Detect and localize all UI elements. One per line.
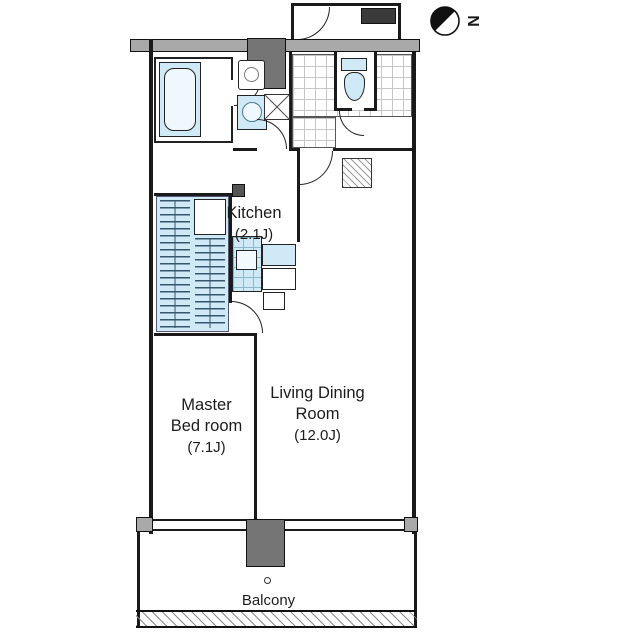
bedroom-door-arc <box>231 301 263 333</box>
master-bedroom-label: Master Bed room (7.1J) <box>154 395 259 458</box>
toilet-left-wall <box>334 52 337 110</box>
shoe-cabinet <box>342 158 372 188</box>
washroom-bottom-wall <box>233 148 257 151</box>
hall-wall-left-stub <box>289 148 299 151</box>
toilet-right-wall <box>374 52 377 110</box>
toilet-door-arc <box>339 111 364 136</box>
kitchen-small-cabinet <box>263 292 285 310</box>
toilet-tank <box>341 58 367 71</box>
balcony-left-wall <box>137 532 140 628</box>
vanity-sink-bowl <box>242 102 262 122</box>
bathroom-door-gap <box>231 80 236 106</box>
bedroom-living-divider-wall <box>254 336 257 522</box>
kitchen-label: Kitchen (2.1J) <box>202 203 306 245</box>
living-dining-label: Living Dining Room (12.0J) <box>260 383 375 446</box>
corner-block-left <box>136 517 153 532</box>
kitchen-cabinet <box>262 268 296 290</box>
corner-block-right <box>404 517 418 532</box>
living-dining-name-line2: Room <box>295 405 340 423</box>
entrance-alcove-right-wall <box>398 3 401 42</box>
entrance-alcove-left-wall <box>291 3 294 42</box>
pipe-space <box>264 94 290 120</box>
bedroom-top-wall <box>154 333 257 336</box>
kitchen-name: Kitchen <box>226 204 282 222</box>
balcony-right-wall <box>414 532 417 628</box>
toilet-bottom-wall-right <box>364 108 377 111</box>
wall-right-exterior <box>412 52 416 534</box>
closet-hanger-rack-right <box>195 238 225 328</box>
balcony-railing <box>136 610 417 628</box>
living-dining-area: (12.0J) <box>294 427 341 444</box>
cooktop <box>262 244 296 266</box>
hall-wall-right <box>333 148 414 151</box>
closet-top-wall <box>154 193 232 196</box>
closet-shelf-box <box>194 199 226 235</box>
kitchen-area: (2.1J) <box>234 226 274 243</box>
balcony-drain <box>264 577 271 584</box>
hall-door-arc <box>299 151 333 185</box>
washroom-door-arc <box>257 119 287 149</box>
compass-north-label: N <box>463 15 481 27</box>
washroom-right-wall <box>289 52 292 151</box>
master-bedroom-area: (7.1J) <box>187 439 226 456</box>
water-heater-box <box>232 184 245 197</box>
meter-box <box>361 8 396 24</box>
balcony-label: Balcony <box>206 590 331 611</box>
pillar-bottom <box>246 519 285 567</box>
master-bedroom-name-line2: Bed room <box>170 417 243 435</box>
compass-icon <box>430 6 460 36</box>
toilet-bottom-wall-left <box>334 108 352 111</box>
wall-left-exterior <box>149 39 153 534</box>
kitchen-right-wall <box>297 148 300 242</box>
bathtub-inner <box>164 68 196 131</box>
master-bedroom-name-line1: Master <box>181 396 232 414</box>
balcony-name: Balcony <box>241 592 296 609</box>
compass: N <box>428 4 488 44</box>
living-dining-name-line1: Living Dining <box>270 384 365 402</box>
closet-hanger-rack-left <box>160 200 190 328</box>
front-door-arc <box>297 7 330 40</box>
kitchen-left-wall <box>229 193 232 303</box>
kitchen-sink <box>236 250 257 270</box>
hallway-tile-strip <box>292 117 336 148</box>
washing-machine-drum <box>244 67 259 82</box>
toilet-bowl <box>344 72 365 101</box>
entrance-alcove-top-wall <box>291 3 401 6</box>
